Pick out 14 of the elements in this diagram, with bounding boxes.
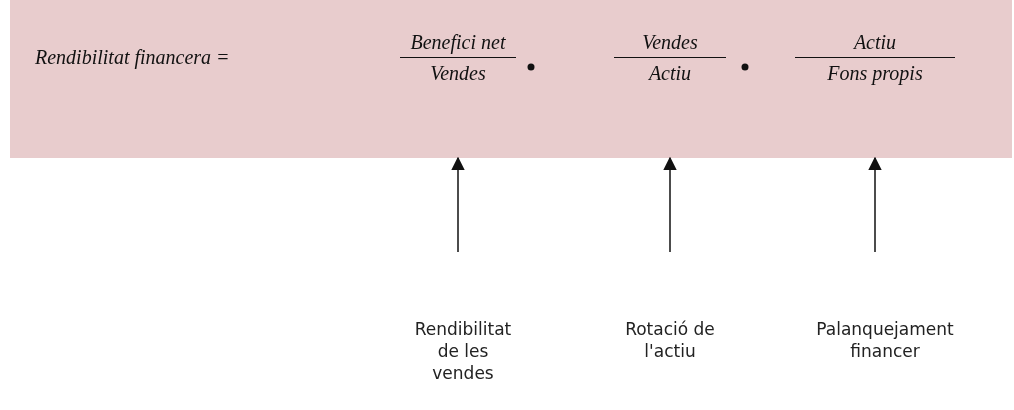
numerator: Vendes bbox=[614, 31, 726, 58]
numerator: Benefici net bbox=[400, 31, 516, 58]
numerator: Actiu bbox=[795, 31, 955, 58]
formula-band bbox=[10, 0, 1012, 158]
label-text: Palanquejament financer bbox=[815, 318, 955, 362]
arrow bbox=[663, 156, 677, 253]
label-text: Rotació de l'actiu bbox=[624, 318, 716, 362]
denominator: Fons propis bbox=[826, 61, 924, 85]
arrow bbox=[868, 156, 882, 253]
denominator: Actiu bbox=[647, 61, 693, 85]
label-text: Rendibilitat de les vendes bbox=[413, 318, 513, 384]
formula-text: Rendibilitat financera = bbox=[35, 46, 230, 69]
denominator: Vendes bbox=[429, 61, 487, 85]
arrow bbox=[451, 156, 465, 253]
